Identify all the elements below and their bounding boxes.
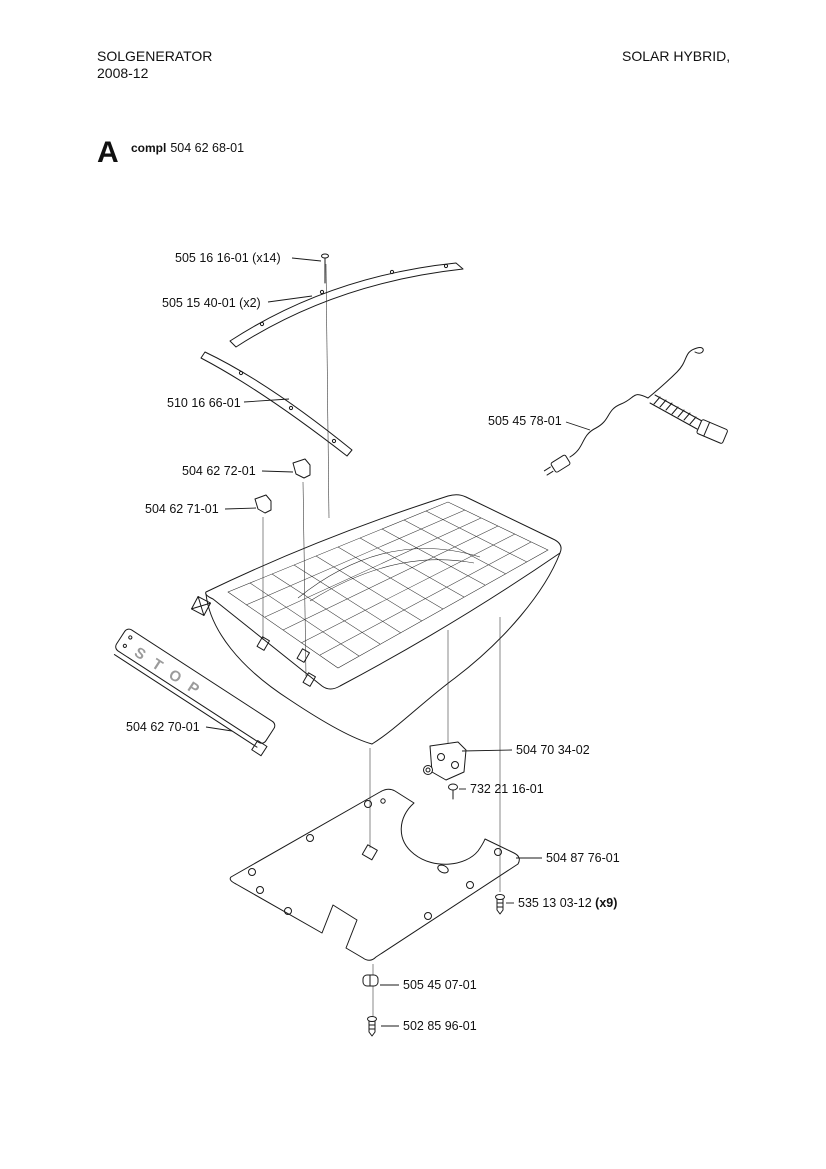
section-part-number: 504 62 68-01 xyxy=(170,141,245,155)
screw-502859601-icon xyxy=(367,1016,377,1037)
part-label-510166601: 510 16 66-01 xyxy=(167,396,241,410)
cable-assembly xyxy=(543,347,728,476)
doc-date: 2008-12 xyxy=(97,65,149,81)
part-label-505457801: 505 45 78-01 xyxy=(488,414,562,428)
part-label-505161601: 505 16 16-01 (x14) xyxy=(175,251,281,265)
part-label-505450701: 505 45 07-01 xyxy=(403,978,477,992)
screw-535130312-icon xyxy=(495,894,505,915)
part-label-504627101: 504 62 71-01 xyxy=(145,502,219,516)
part-label-504627201: 504 62 72-01 xyxy=(182,464,256,478)
clip-504627201 xyxy=(292,458,311,479)
clip-504627101 xyxy=(254,494,272,514)
trim-strip-lower xyxy=(200,351,353,457)
leader-lines xyxy=(205,257,591,1027)
solar-cell-grid xyxy=(245,509,532,657)
section-letter: A xyxy=(97,136,120,169)
part-label-504703402: 504 70 34-02 xyxy=(516,743,590,757)
part-label-535130312: 535 13 03-12 (x9) xyxy=(518,896,618,910)
clamp-505450701-icon xyxy=(362,974,379,987)
panel-catch-details xyxy=(256,636,316,687)
bracket-504703402 xyxy=(423,741,467,781)
part-label-502859601: 502 85 96-01 xyxy=(403,1019,477,1033)
part-label-504877601: 504 87 76-01 xyxy=(546,851,620,865)
doc-title: SOLGENERATOR xyxy=(97,48,213,64)
screw-732211601-icon xyxy=(448,783,458,800)
doc-model: SOLAR HYBRID, xyxy=(622,48,731,64)
part-label-505154001: 505 15 40-01 (x2) xyxy=(162,296,261,310)
part-label-732211601: 732 21 16-01 xyxy=(470,782,544,796)
header-left: SOLGENERATOR 2008-12 xyxy=(97,48,212,82)
corner-vent-detail xyxy=(191,596,211,616)
baseplate xyxy=(229,788,520,961)
trim-strip-upper xyxy=(229,262,464,348)
part-label-504627001: 504 62 70-01 xyxy=(126,720,200,734)
solar-top-cover xyxy=(191,494,562,745)
stop-bar: STOP xyxy=(113,628,276,757)
assembly-guide-lines xyxy=(262,481,501,1016)
screw-top-icon xyxy=(321,253,330,519)
compl-label: compl xyxy=(131,141,167,155)
